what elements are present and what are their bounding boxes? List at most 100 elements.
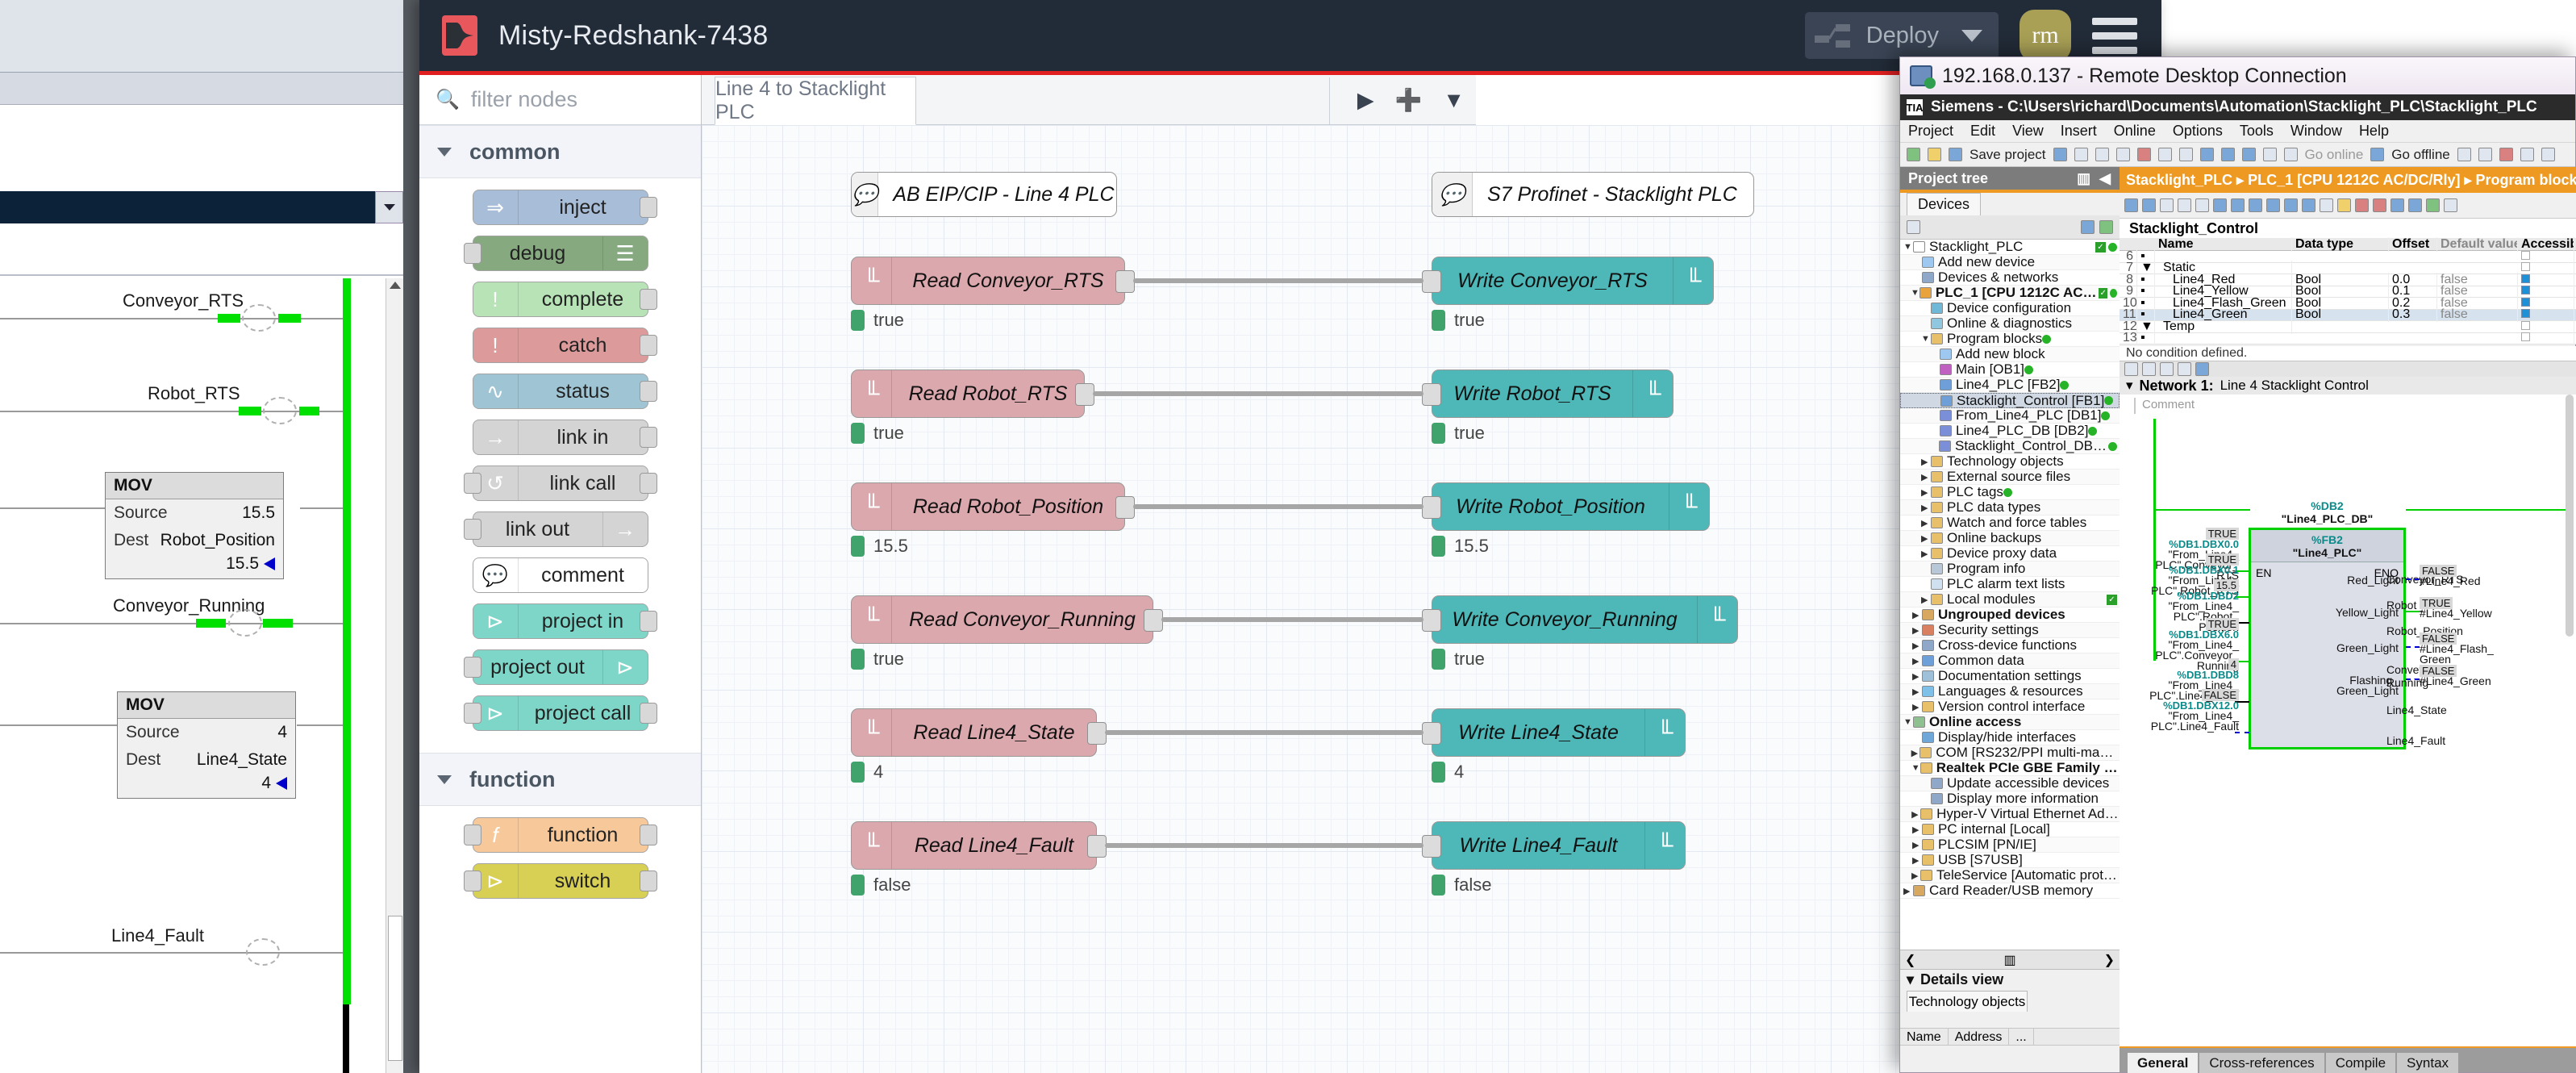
tree-item-device-proxy-data[interactable]: ▶Device proxy data bbox=[1900, 546, 2120, 562]
hscroll-thumb[interactable]: ▥ bbox=[2003, 952, 2015, 968]
var-accessible-checkbox[interactable] bbox=[2518, 331, 2574, 345]
node-output-port[interactable] bbox=[1087, 722, 1107, 745]
hamburger-menu-icon[interactable] bbox=[2092, 18, 2137, 54]
zoom-in-icon[interactable] bbox=[2266, 198, 2280, 212]
scroll-up-icon[interactable] bbox=[390, 282, 401, 289]
lad-network-area[interactable]: Comment %DB2 "Line4_PLC_DB" %FB2 "Line4_… bbox=[2120, 395, 2576, 1046]
node-input-port[interactable] bbox=[464, 243, 481, 264]
tree-expand-icon[interactable]: ▶ bbox=[1921, 595, 1931, 605]
tree-expand-icon[interactable]: ▼ bbox=[1903, 242, 1913, 252]
breakpoint-icon[interactable] bbox=[2373, 198, 2386, 212]
network-overview-icon[interactable] bbox=[2231, 198, 2245, 212]
node-input-port[interactable] bbox=[1422, 270, 1441, 293]
node-input-port[interactable] bbox=[464, 871, 481, 891]
menu-tools[interactable]: Tools bbox=[2240, 123, 2274, 140]
favorites-icon[interactable] bbox=[2337, 198, 2351, 212]
menu-options[interactable]: Options bbox=[2173, 123, 2223, 140]
tree-expand-icon[interactable]: ▶ bbox=[1912, 625, 1922, 636]
node-input-port[interactable] bbox=[464, 473, 481, 494]
tree-item-online-access[interactable]: ▼Online access bbox=[1900, 715, 2120, 730]
lad-output-operand[interactable]: FALSE#Line4_Flash_Green bbox=[2420, 633, 2494, 665]
compile-icon[interactable] bbox=[2200, 148, 2214, 161]
step-icon[interactable] bbox=[2391, 198, 2404, 212]
tree-expand-icon[interactable]: ▶ bbox=[1921, 533, 1931, 544]
tree-item-watch-and-force-tables[interactable]: ▶Watch and force tables bbox=[1900, 516, 2120, 531]
tree-expand-icon[interactable]: ▼ bbox=[1911, 288, 1919, 298]
menu-insert[interactable]: Insert bbox=[2061, 123, 2097, 140]
diagnostics-icon[interactable] bbox=[2457, 148, 2471, 161]
editor-scrollbar[interactable] bbox=[2566, 395, 2574, 637]
tree-expand-icon[interactable]: ▼ bbox=[1903, 717, 1913, 727]
save-project-label[interactable]: Save project bbox=[1970, 147, 2046, 163]
insert-branch-icon[interactable] bbox=[2160, 198, 2174, 212]
node-output-port[interactable] bbox=[1087, 835, 1107, 858]
tree-item-pc-internal-local[interactable]: ▶PC internal [Local] bbox=[1900, 822, 2120, 837]
collapse-panel-icon[interactable]: ▥ ◀ bbox=[2077, 170, 2120, 187]
palette-node-inject[interactable]: ⇒inject bbox=[473, 190, 648, 225]
split-vertical-icon[interactable] bbox=[2541, 148, 2555, 161]
watch-icon[interactable] bbox=[2408, 198, 2422, 212]
show-comments-icon[interactable] bbox=[2213, 198, 2227, 212]
tree-expand-icon[interactable]: ▶ bbox=[1903, 886, 1913, 896]
palette-node-link-in[interactable]: →link in bbox=[473, 420, 648, 455]
tree-expand-icon[interactable]: ▶ bbox=[1912, 825, 1922, 835]
tree-item-plc-1-cpu-1212c-ac-dc-rly[interactable]: ▼PLC_1 [CPU 1212C AC/DC/Rly]✓ bbox=[1900, 286, 2120, 301]
copy-icon[interactable] bbox=[2095, 148, 2109, 161]
tree-item-documentation-settings[interactable]: ▶Documentation settings bbox=[1900, 669, 2120, 684]
tab-devices[interactable]: Devices bbox=[1907, 193, 1981, 215]
split-horizontal-icon[interactable] bbox=[2520, 148, 2534, 161]
chevron-down-icon[interactable]: ▼ bbox=[1443, 88, 1465, 113]
chevron-down-icon[interactable]: ▾ bbox=[2126, 378, 2133, 394]
paste-icon[interactable] bbox=[2116, 148, 2130, 161]
flow-node-read[interactable]: ╙Read Conveyor_RTS bbox=[851, 257, 1125, 305]
rslogix-dropdown-arrow[interactable] bbox=[375, 191, 403, 223]
node-input-port[interactable] bbox=[464, 657, 481, 678]
palette-category-common[interactable]: common bbox=[419, 125, 701, 178]
tree-expand-icon[interactable]: ▶ bbox=[1921, 472, 1931, 482]
help-search-icon[interactable] bbox=[2478, 148, 2492, 161]
comment-node[interactable]: 💬S7 Profinet - Stacklight PLC bbox=[1432, 172, 1754, 217]
tree-item-ungrouped-devices[interactable]: ▶Ungrouped devices bbox=[1900, 607, 2120, 623]
tree-item-display-hide-interfaces[interactable]: Display/hide interfaces bbox=[1900, 730, 2120, 745]
new-project-icon[interactable] bbox=[1907, 148, 1920, 161]
flow-node-write[interactable]: Write Robot_RTS╙ bbox=[1432, 369, 1674, 418]
tree-item-devices-networks[interactable]: Devices & networks bbox=[1900, 270, 2120, 286]
tree-item-realtek-pcie-gbe-family-con[interactable]: ▼Realtek PCIe GBE Family Con... bbox=[1900, 761, 2120, 776]
insert-network-icon[interactable] bbox=[2124, 198, 2138, 212]
project-tree[interactable]: ▼Stacklight_PLC✓Add new deviceDevices & … bbox=[1900, 240, 2120, 950]
nav-next-icon[interactable] bbox=[2160, 362, 2174, 376]
tree-export-icon[interactable] bbox=[2099, 220, 2113, 234]
status-tab-cross-references[interactable]: Cross-references bbox=[2199, 1053, 2324, 1073]
tree-item-stacklight-control-db[interactable]: Stacklight_Control_DB [... bbox=[1900, 439, 2120, 454]
tree-expand-icon[interactable]: ▶ bbox=[1921, 518, 1931, 528]
tree-item-from-line4-plc-db1[interactable]: From_Line4_PLC [DB1] bbox=[1900, 408, 2120, 424]
node-input-port[interactable] bbox=[1422, 722, 1441, 745]
tab-technology-objects[interactable]: Technology objects bbox=[1907, 991, 2028, 1012]
tree-item-device-configuration[interactable]: Device configuration bbox=[1900, 301, 2120, 316]
node-input-port[interactable] bbox=[1422, 835, 1441, 858]
flow-node-read[interactable]: ╙Read Robot_RTS bbox=[851, 369, 1085, 418]
palette-node-project-out[interactable]: project out⊳ bbox=[473, 649, 648, 685]
palette-search[interactable]: 🔍 filter nodes bbox=[419, 75, 701, 125]
go-online-icon[interactable] bbox=[2284, 148, 2298, 161]
flow-node-read[interactable]: ╙Read Robot_Position bbox=[851, 482, 1125, 531]
tree-expand-icon[interactable]: ▶ bbox=[1912, 671, 1922, 682]
play-icon[interactable]: ▶ bbox=[1357, 88, 1374, 113]
node-output-port[interactable] bbox=[1075, 383, 1094, 406]
lad-output-operand[interactable]: TRUE#Line4_Yellow bbox=[2420, 598, 2492, 619]
node-output-port[interactable] bbox=[640, 289, 657, 310]
undo-icon[interactable] bbox=[2158, 148, 2172, 161]
node-input-port[interactable] bbox=[1422, 609, 1441, 632]
avatar[interactable]: rm bbox=[2020, 10, 2071, 61]
delete-icon[interactable] bbox=[2137, 148, 2151, 161]
node-output-port[interactable] bbox=[640, 335, 657, 356]
palette-node-catch[interactable]: !catch bbox=[473, 328, 648, 363]
tree-item-cross-device-functions[interactable]: ▶Cross-device functions bbox=[1900, 638, 2120, 653]
tree-item-com-rs232-ppi-multi-master-c[interactable]: ▶COM [RS232/PPI multi-master c... bbox=[1900, 745, 2120, 761]
tree-item-update-accessible-devices[interactable]: Update accessible devices bbox=[1900, 776, 2120, 791]
tree-item-online-backups[interactable]: ▶Online backups bbox=[1900, 531, 2120, 546]
tree-item-technology-objects[interactable]: ▶Technology objects bbox=[1900, 454, 2120, 470]
tree-expand-icon[interactable]: ▶ bbox=[1921, 549, 1931, 559]
node-input-port[interactable] bbox=[1422, 383, 1441, 406]
tree-expand-icon[interactable]: ▶ bbox=[1921, 487, 1931, 498]
